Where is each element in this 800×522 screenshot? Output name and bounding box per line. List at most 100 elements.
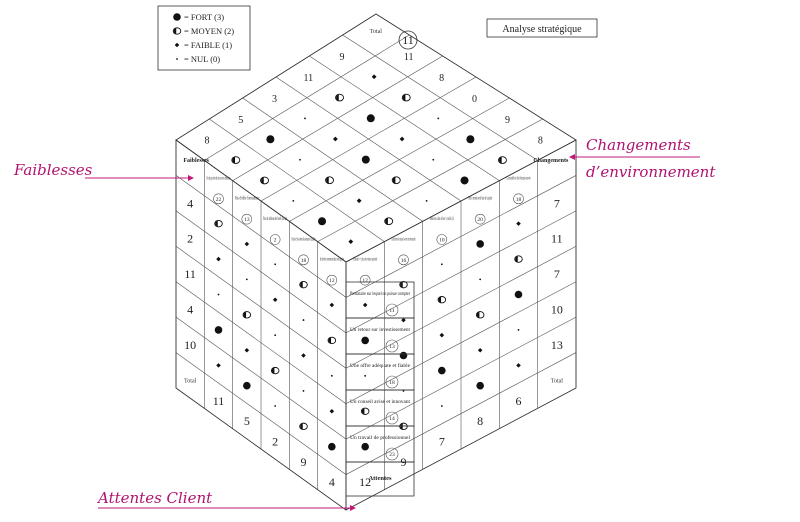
diamond-symbol [362,302,368,308]
right-grid-line [345,281,577,404]
client-expectation-cell [345,353,415,391]
top-column-total: 5 [238,115,243,126]
client-expectation-score: 11 [389,308,395,314]
dot-symbol [440,263,443,266]
half-symbol [514,255,523,263]
half-symbol [172,27,182,35]
left-row-total: 4 [187,303,193,317]
client-score-circle [385,303,399,317]
top-grid-line [317,118,543,242]
left-bottom-total: 5 [244,414,250,428]
left-grid-line [175,352,347,475]
dot-symbol [302,390,305,392]
right-item-label: Réduc-tion coûts de base = priorité (11) [430,215,454,222]
diagram-title: Analyse stratégique [502,24,582,35]
left-item-label: Pas d'offre formalisée [235,195,259,202]
left-grid-line [175,210,347,334]
diamond-symbol [399,136,405,142]
left-score-circle [241,213,253,225]
full-symbol [476,240,484,248]
dot-symbol [364,374,367,377]
diamond-symbol [216,363,221,368]
legend-item-label: = MOYEN (2) [184,26,234,36]
client-expectation-score: 13 [389,344,395,350]
right-bottom-total: 7 [439,434,445,448]
left-score-circle [298,254,309,266]
right-row-total: 7 [554,267,560,281]
client-score-circle [385,447,399,461]
right-grid-line [345,246,577,369]
diamond-symbol [477,347,483,353]
dot-symbol [440,405,443,407]
half-symbol [399,280,408,289]
dot-symbol [437,117,440,120]
legend-item-label: = NUL (0) [184,54,220,64]
faiblesses-label: Faiblesses [13,161,93,179]
right-item-label: Conseil => plus de valeur ajoutée [353,257,377,263]
top-row-total: 9 [505,115,510,126]
left-row-total: 4 [187,196,193,210]
client-score-circle [385,339,399,353]
client-expectation-score: 14 [389,416,395,422]
left-row-total: 11 [184,267,196,281]
half-symbol [335,93,344,102]
dot-symbol [402,390,405,392]
left-bottom-total: 11 [213,394,225,408]
full-symbol [361,336,369,345]
left-item-label: Pas de tableau de bord sociale [263,216,287,222]
right-bottom-total: 12 [359,475,371,489]
dot-symbol [299,158,301,161]
diamond-symbol [301,353,306,358]
full-symbol [438,366,446,375]
full-symbol [214,326,223,334]
client-expectation-label: Un conseil avisé et innovant [350,399,410,405]
top-grid-line [289,97,510,222]
dot-symbol [274,405,277,407]
half-symbol [260,176,269,185]
half-symbol [437,296,447,304]
attentes-label: Attentes Client [96,489,213,507]
changements-arrow-head [569,154,575,160]
left-row-total: 10 [184,338,196,352]
right-bottom-total: 8 [477,414,483,428]
dot-symbol [304,117,306,120]
right-item-score: 20 [477,217,483,223]
top-column-total: 3 [272,94,277,105]
client-expectation-label: Prestataire sur lequel on puisse compter [350,291,410,297]
right-row-total: 10 [551,303,563,317]
left-item-score: 12 [329,278,335,284]
diamond-symbol [244,241,250,247]
left-grid-line [175,175,347,298]
right-score-circle [513,193,524,205]
left-score-circle [213,193,224,205]
full-symbol [366,114,375,123]
right-score-circle [436,234,448,245]
full-symbol [361,155,370,164]
left-item-score: 13 [244,217,250,223]
dot-symbol [330,374,333,377]
full-symbol [318,217,327,226]
diamond-symbol [174,42,180,48]
top-row-total: 0 [472,94,477,105]
half-symbol [242,311,252,319]
left-item-label: Pas de Sys-tème Assurance Qualité [292,236,316,242]
right-item-score: 18 [516,197,522,203]
dot-symbol [274,263,277,266]
full-symbol [460,176,469,185]
top-grid-line [209,118,385,242]
client-expectation-score: 18 [389,380,395,386]
left-bottom-total: 4 [329,475,335,489]
legend-item: = FORT (3) [173,12,224,22]
client-expectation-score: 23 [389,452,395,458]
diamond-symbol [332,136,338,142]
left-item-score: 2 [274,238,277,244]
right-total-label: Total [551,378,564,384]
right-header: Changements [533,158,569,164]
diamond-symbol [371,74,377,80]
full-symbol [476,381,484,390]
left-item-score: 18 [301,258,307,264]
dot-symbol [292,199,295,202]
annotation-changements: Changements d’environnement [569,136,716,181]
